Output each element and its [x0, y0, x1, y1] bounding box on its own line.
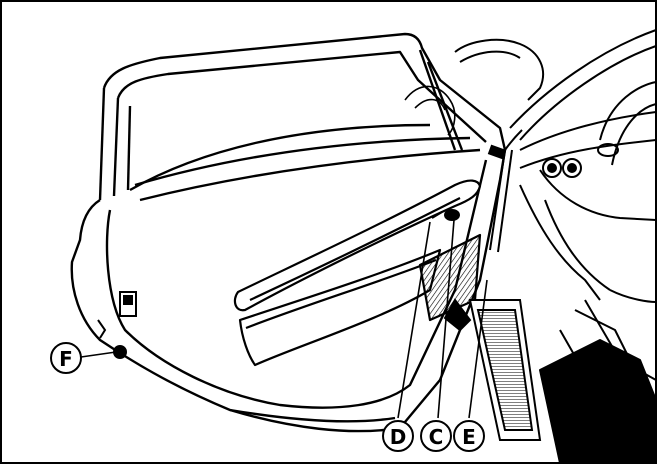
leader-E	[468, 279, 488, 419]
sill-plate	[443, 149, 542, 441]
dashboard	[454, 29, 657, 464]
door-hardware	[97, 144, 507, 359]
leader-F	[80, 351, 117, 358]
callout-D: D	[382, 420, 414, 452]
armrest	[233, 179, 482, 312]
window-frame	[98, 32, 507, 201]
callout-F: F	[50, 342, 82, 374]
callout-D-label: D	[390, 425, 407, 449]
callout-C-label: C	[429, 425, 444, 449]
callout-F-label: F	[59, 347, 73, 371]
leader-lines	[80, 219, 488, 419]
callout-C: C	[420, 420, 452, 452]
callout-E-label: E	[462, 425, 476, 449]
seat-through-window	[404, 85, 456, 136]
leader-D	[397, 221, 431, 419]
callout-E: E	[453, 420, 485, 452]
leader-C	[437, 219, 455, 419]
door-panel	[70, 136, 507, 433]
